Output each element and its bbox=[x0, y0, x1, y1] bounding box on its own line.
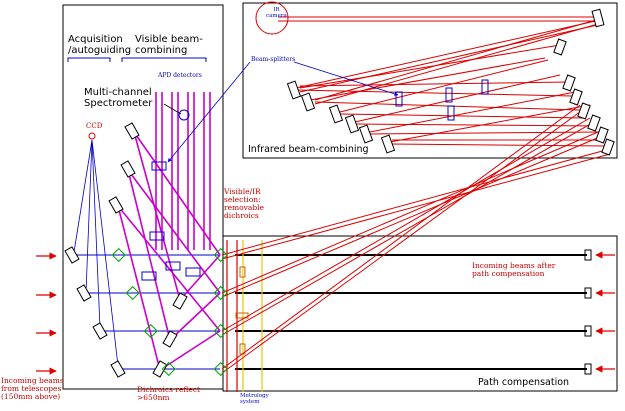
ir-camera-label: IR camera bbox=[266, 7, 287, 19]
ir-camera-circle bbox=[255, 1, 289, 35]
visible-combining-label: Visible beam- combining bbox=[135, 34, 203, 56]
beam-splitter-pointer-ir bbox=[293, 61, 399, 96]
metrology-boxes bbox=[235, 266, 249, 355]
visible-combining-box bbox=[62, 4, 224, 390]
incoming-telescopes-label: Incoming beams from telescopes (150mm ab… bbox=[1, 376, 64, 401]
metrology-lines bbox=[226, 240, 263, 392]
path-compensation-label: Path compensation bbox=[478, 377, 570, 388]
visible-ir-selection-label: Visible/IR selection: removable dichroic… bbox=[224, 187, 264, 220]
dichroics-reflect-label: Dichroics reflect >650nm bbox=[137, 385, 201, 402]
visible-mirrors bbox=[64, 122, 188, 378]
incoming-telescope-arrows bbox=[36, 252, 57, 375]
dichroics bbox=[111, 247, 228, 377]
ccd-circle bbox=[88, 132, 96, 140]
ccd-label: CCD bbox=[86, 122, 103, 130]
ccd-fan-lines bbox=[73, 139, 119, 367]
ir-beam-splitters bbox=[395, 79, 489, 121]
visible-beam-splitters bbox=[141, 161, 201, 281]
incoming-after-label: Incoming beams after path compensation bbox=[472, 261, 556, 278]
path-compensation-box bbox=[222, 235, 618, 392]
beam-splitters-label: Beam-splitters bbox=[251, 56, 296, 63]
ir-internal-beams bbox=[278, 16, 607, 147]
apd-detectors-label: APD detectors bbox=[158, 72, 202, 79]
visible-horizontal-beams bbox=[74, 254, 220, 370]
metrology-label: Metrology system bbox=[240, 393, 269, 405]
compensated-arrows bbox=[595, 251, 615, 373]
spectrometer-label: Multi-channel Spectrometer bbox=[84, 87, 153, 109]
acquisition-label: Acquisition /autoguiding bbox=[68, 34, 132, 56]
spectrometer-pointer bbox=[163, 103, 182, 115]
ir-mirrors bbox=[286, 8, 615, 156]
infrared-combining-label: Infrared beam-combining bbox=[248, 144, 369, 155]
beam-splitter-pointer-visible bbox=[167, 61, 251, 163]
delay-line-ends bbox=[584, 249, 592, 375]
ir-transfer-beams bbox=[221, 104, 611, 374]
delay-lines bbox=[235, 254, 587, 370]
visible-bracket bbox=[121, 57, 207, 62]
spectrometer-circle bbox=[178, 109, 190, 121]
acquisition-bracket bbox=[67, 57, 111, 62]
infrared-combining-box bbox=[242, 2, 618, 159]
